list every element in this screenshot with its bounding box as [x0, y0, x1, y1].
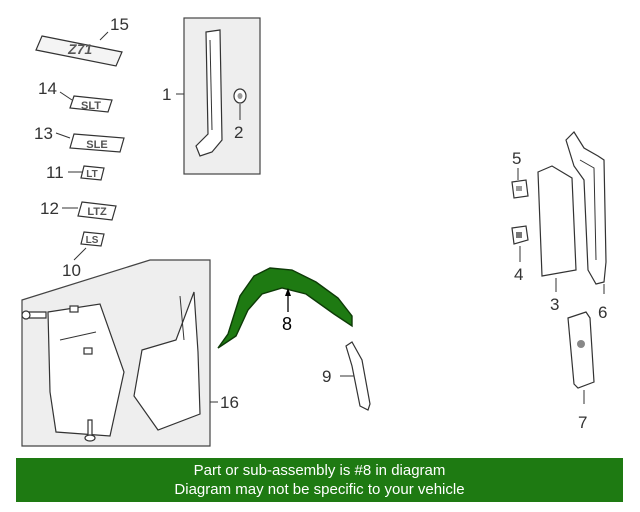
part-2-clip [233, 88, 247, 104]
emblem-ls-text: LS [86, 235, 99, 246]
callout-10: 10 [62, 261, 81, 280]
callout-7: 7 [578, 413, 587, 432]
emblem-ls: LS [80, 231, 105, 247]
emblem-z71-text: Z71 [67, 41, 94, 57]
emblem-ltz: LTZ [77, 201, 117, 221]
leader-8-arrow [285, 288, 291, 296]
emblem-sle: SLE [69, 133, 125, 153]
callout-1: 1 [162, 85, 171, 104]
leader-10 [73, 247, 87, 261]
leader-14 [59, 91, 73, 101]
part-9-molding [345, 341, 371, 411]
emblem-lt: LT [80, 165, 105, 181]
callout-15: 15 [110, 15, 129, 34]
part-7-trim [567, 311, 595, 389]
emblem-slt-text: SLT [81, 100, 101, 112]
part-5-clip [511, 179, 529, 199]
emblem-lt-text: LT [86, 169, 97, 180]
emblem-sle-text: SLE [86, 139, 107, 151]
leader-15 [99, 31, 109, 41]
part-4-clip [511, 225, 529, 245]
callout-6: 6 [598, 303, 607, 322]
part-8-wheel-molding[interactable] [217, 267, 353, 349]
leader-13 [55, 132, 71, 139]
part-1-box [183, 17, 261, 175]
banner-line-1: Part or sub-assembly is #8 in diagram [193, 462, 446, 479]
callout-5: 5 [512, 149, 521, 168]
banner-line-2: Diagram may not be specific to your vehi… [174, 481, 465, 498]
info-banner: Part or sub-assembly is #8 in diagram Di… [16, 458, 623, 502]
callout-8: 8 [282, 314, 292, 334]
callout-16: 16 [220, 393, 239, 412]
part-16-box [21, 259, 211, 447]
emblem-slt: SLT [69, 95, 113, 113]
callout-9: 9 [322, 367, 331, 386]
callout-14: 14 [38, 79, 57, 98]
part-3-panel [537, 165, 577, 277]
emblem-ltz-text: LTZ [87, 206, 107, 218]
callout-2: 2 [234, 123, 243, 142]
callout-4: 4 [514, 265, 523, 284]
callout-11: 11 [46, 163, 64, 182]
emblem-z71: Z71 [35, 35, 123, 67]
callout-12: 12 [40, 199, 59, 218]
callout-13: 13 [34, 124, 53, 143]
callout-3: 3 [550, 295, 559, 314]
